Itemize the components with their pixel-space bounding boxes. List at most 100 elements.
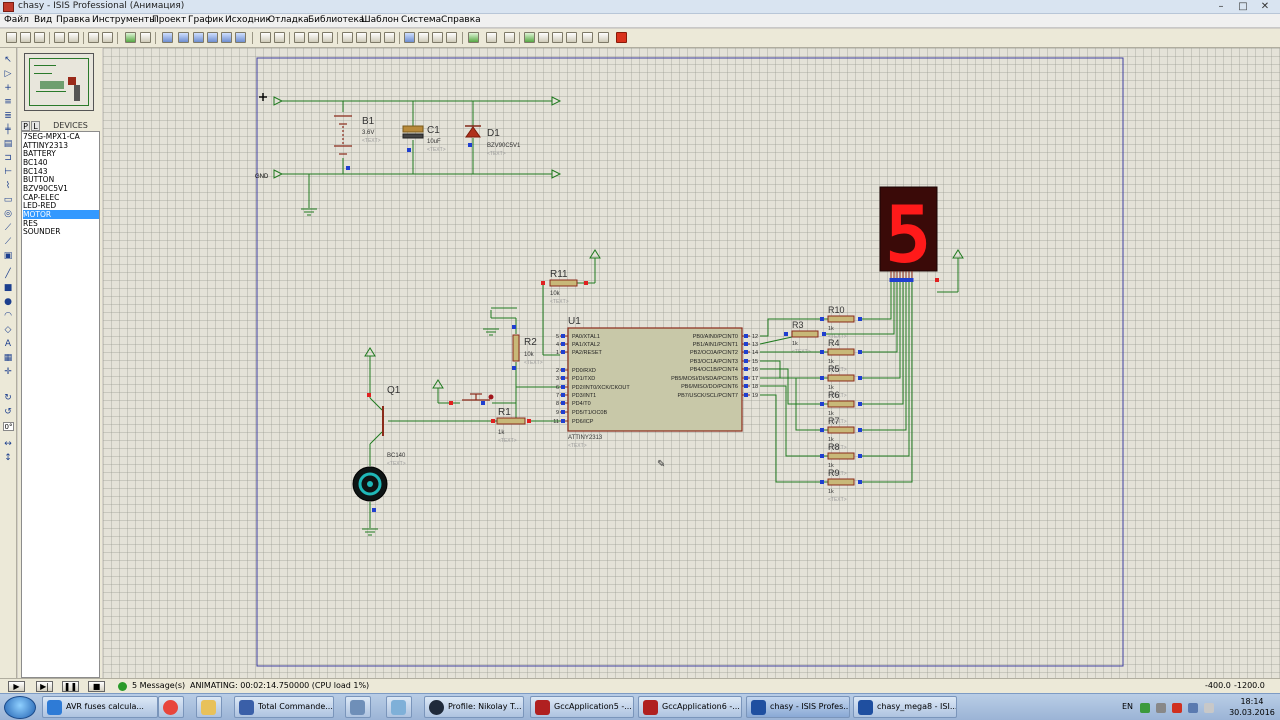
copy-icon[interactable] [308,32,319,43]
export-icon[interactable] [68,32,79,43]
taskbar-item-gccapp5[interactable]: GccApplication5 -... [530,696,634,718]
list-item[interactable]: 7SEG-MPX1-CA [23,132,80,141]
pause-icon[interactable]: ❚❚ [62,681,79,692]
zoom-area-icon[interactable] [235,32,246,43]
tray-network-icon[interactable] [1140,703,1150,713]
graph-icon[interactable]: ⌇ [5,181,11,191]
overview-window[interactable] [24,53,94,111]
wire-autorouter-icon[interactable] [468,32,479,43]
taskbar-item-notepad[interactable] [386,696,412,718]
rotation-angle-field[interactable]: 0° [3,422,14,431]
pick-device-icon[interactable] [404,32,415,43]
list-item[interactable]: BUTTON [23,175,55,184]
remove-sheet-icon[interactable] [538,32,549,43]
tray-antivirus-icon[interactable] [1172,703,1182,713]
menu-debug[interactable]: Отладка [268,15,309,25]
language-indicator[interactable]: EN [1122,702,1134,711]
ares-icon[interactable] [616,32,627,43]
menu-tools[interactable]: Инструменты [92,15,157,25]
circle-icon[interactable]: ● [4,297,12,307]
wire-label-icon[interactable]: ≡ [4,97,12,107]
block-rotate-icon[interactable] [370,32,381,43]
virtual-instruments-icon[interactable]: ▣ [3,251,13,261]
line-icon[interactable]: ╱ [5,269,11,279]
start-button[interactable] [4,696,36,719]
taskbar-item-steam[interactable]: Profile: Nikolay T... [424,696,524,718]
menu-system[interactable]: Система [401,15,442,25]
stop-icon[interactable]: ■ [88,681,105,692]
taskbar-item-total-commander[interactable]: Total Commande... [234,696,334,718]
menu-project[interactable]: Проект [152,15,187,25]
zoom-in-icon[interactable] [193,32,204,43]
rotate-cw-icon[interactable]: ↻ [4,393,12,403]
box-icon[interactable]: ■ [3,283,13,293]
taskbar-item-calculator[interactable] [345,696,371,718]
menu-file[interactable]: Файл [4,15,29,25]
tray-volume-icon[interactable] [1156,703,1166,713]
redo-icon[interactable] [274,32,285,43]
schematic-canvas[interactable]: GND B1 3.6V <TEXT> C1 10uF <TEXT> D1 BZV… [103,48,1280,678]
symbol-icon[interactable]: ▦ [3,353,13,363]
list-item[interactable]: LED-RED [23,201,57,210]
subcircuit-icon[interactable]: ▤ [3,139,13,149]
list-item[interactable]: ATTINY2313 [23,141,69,150]
block-delete-icon[interactable] [384,32,395,43]
voltage-probe-icon[interactable]: ⟋ [4,223,12,233]
library-manager-tab[interactable]: L [31,121,40,131]
marker-icon[interactable]: ✛ [4,367,12,377]
property-tool-icon[interactable] [504,32,515,43]
list-item[interactable]: RES [23,219,38,228]
block-move-icon[interactable] [356,32,367,43]
taskbar-item-gccapp6[interactable]: GccApplication6 -... [638,696,742,718]
selection-mode-icon[interactable]: ↖ [4,55,12,65]
arc-icon[interactable]: ◠ [4,311,12,321]
current-probe-icon[interactable]: ⟋ [4,237,12,247]
list-item[interactable]: BATTERY [23,149,56,158]
device-list[interactable]: 7SEG-MPX1-CA ATTINY2313 BATTERY BC140 BC… [21,131,100,678]
list-item[interactable]: CAP-ELEC [23,193,60,202]
play-icon[interactable]: ▶ [8,681,25,692]
origin-icon[interactable] [162,32,173,43]
list-item-selected[interactable]: MOTOR [23,210,99,219]
generator-icon[interactable]: ◎ [4,209,12,219]
list-item[interactable]: SOUNDER [23,227,61,236]
mirror-x-icon[interactable]: ↔ [4,439,12,449]
menu-view[interactable]: Вид [34,15,53,25]
zoom-out-icon[interactable] [207,32,218,43]
open-file-icon[interactable] [20,32,31,43]
save-file-icon[interactable] [34,32,45,43]
zoom-all-icon[interactable] [221,32,232,43]
system-clock[interactable]: 18:14 30.03.2016 [1228,696,1276,718]
tape-recorder-icon[interactable]: ▭ [3,195,13,205]
menu-library[interactable]: Библиотека [308,15,365,25]
menu-graph[interactable]: График [188,15,224,25]
terminals-icon[interactable]: ⊐ [4,153,12,163]
minimize-icon[interactable]: – [1218,1,1224,12]
mirror-y-icon[interactable]: ↕ [4,453,12,463]
netlist-icon[interactable] [598,32,609,43]
path-icon[interactable]: ◇ [4,325,12,335]
redraw-icon[interactable] [125,32,136,43]
component-mode-icon[interactable]: ▷ [4,69,12,79]
menu-template[interactable]: Шаблон [361,15,399,25]
undo-icon[interactable] [260,32,271,43]
step-icon[interactable]: ▶| [36,681,53,692]
tray-battery-icon[interactable] [1204,703,1214,713]
import-icon[interactable] [54,32,65,43]
paste-icon[interactable] [322,32,333,43]
text-icon[interactable]: A [4,339,12,349]
exit-to-parent-icon[interactable] [552,32,563,43]
taskbar-item-explorer[interactable] [196,696,222,718]
menu-source[interactable]: Исходник [225,15,271,25]
menu-help[interactable]: Справка [441,15,481,25]
junction-dot-icon[interactable]: + [4,83,12,93]
block-copy-icon[interactable] [342,32,353,43]
taskbar-item-chrome[interactable] [158,696,184,718]
new-file-icon[interactable] [6,32,17,43]
decompose-icon[interactable] [432,32,443,43]
text-script-icon[interactable]: ≣ [4,111,12,121]
list-item[interactable]: BZV90C5V1 [23,184,68,193]
buses-icon[interactable]: ╪ [5,125,11,135]
list-item[interactable]: BC140 [23,158,48,167]
rotate-ccw-icon[interactable]: ↺ [4,407,12,417]
